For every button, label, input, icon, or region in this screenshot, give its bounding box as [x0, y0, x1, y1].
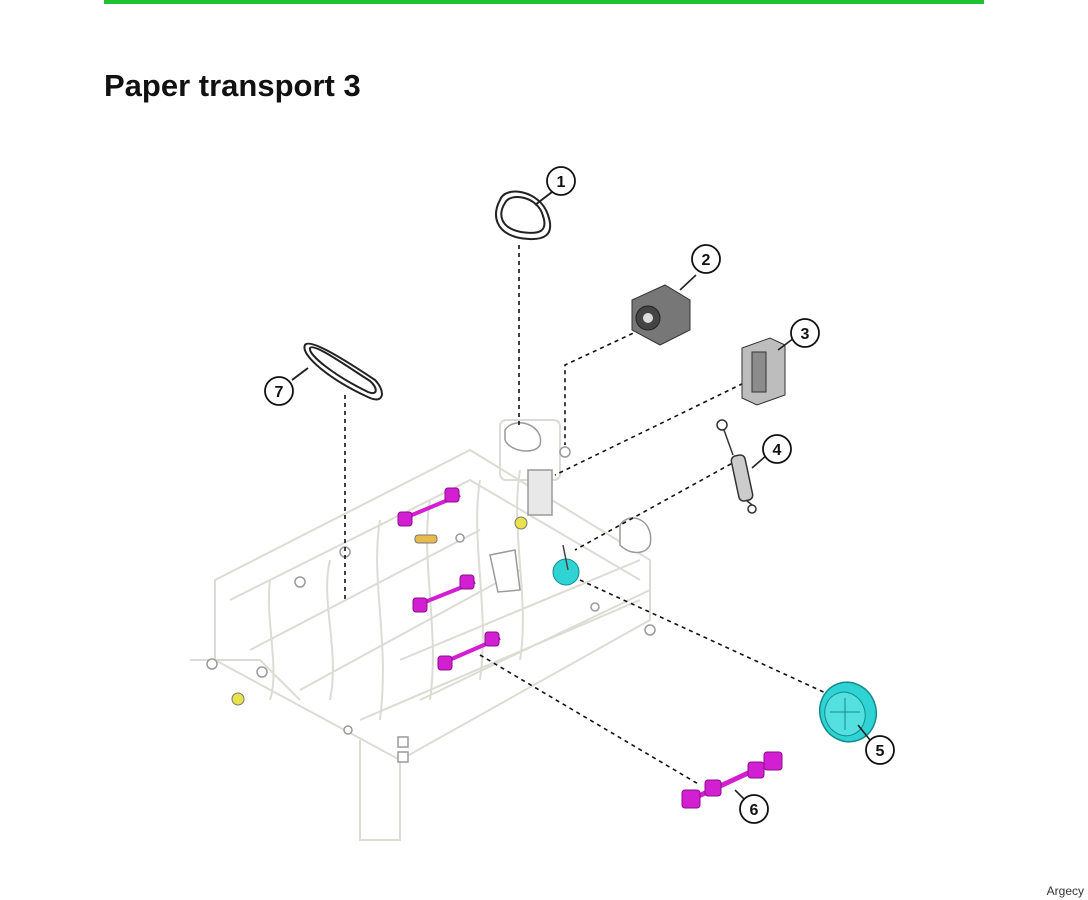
svg-text:3: 3 [801, 326, 810, 343]
part-6-roller-shaft [681, 751, 783, 809]
svg-text:7: 7 [275, 384, 284, 401]
ghost-frame-assembly [190, 419, 651, 841]
svg-text:4: 4 [773, 442, 782, 459]
svg-text:6: 6 [750, 802, 759, 819]
svg-text:5: 5 [876, 743, 885, 760]
callout-5: 5 [865, 735, 895, 765]
cyan-gear-installed [552, 544, 580, 586]
footer-brand: Argecy [1046, 884, 1084, 898]
dashed-leaders [344, 245, 831, 786]
part-1-belt [495, 190, 553, 240]
callout-4: 4 [762, 434, 792, 464]
magenta-shafts-installed [397, 487, 501, 671]
callout-badges: 1 2 3 4 5 6 7 [264, 166, 895, 824]
part-4-spring [716, 419, 768, 514]
part-3-sensor-bracket [741, 337, 795, 406]
svg-text:1: 1 [557, 174, 566, 191]
callout-1: 1 [546, 166, 576, 196]
ghost-hardware [206, 422, 656, 763]
page-title: Paper transport 3 [104, 68, 361, 103]
part-7-long-belt [291, 342, 383, 401]
callout-3: 3 [790, 318, 820, 348]
top-accent-rule [104, 0, 984, 4]
part-5-cyan-gear [819, 681, 877, 743]
callout-2: 2 [691, 244, 721, 274]
callout-7: 7 [264, 376, 294, 406]
callout-6: 6 [739, 794, 769, 824]
svg-text:2: 2 [702, 252, 711, 269]
yellow-bushings [231, 516, 528, 706]
part-2-gear-housing [631, 274, 697, 346]
